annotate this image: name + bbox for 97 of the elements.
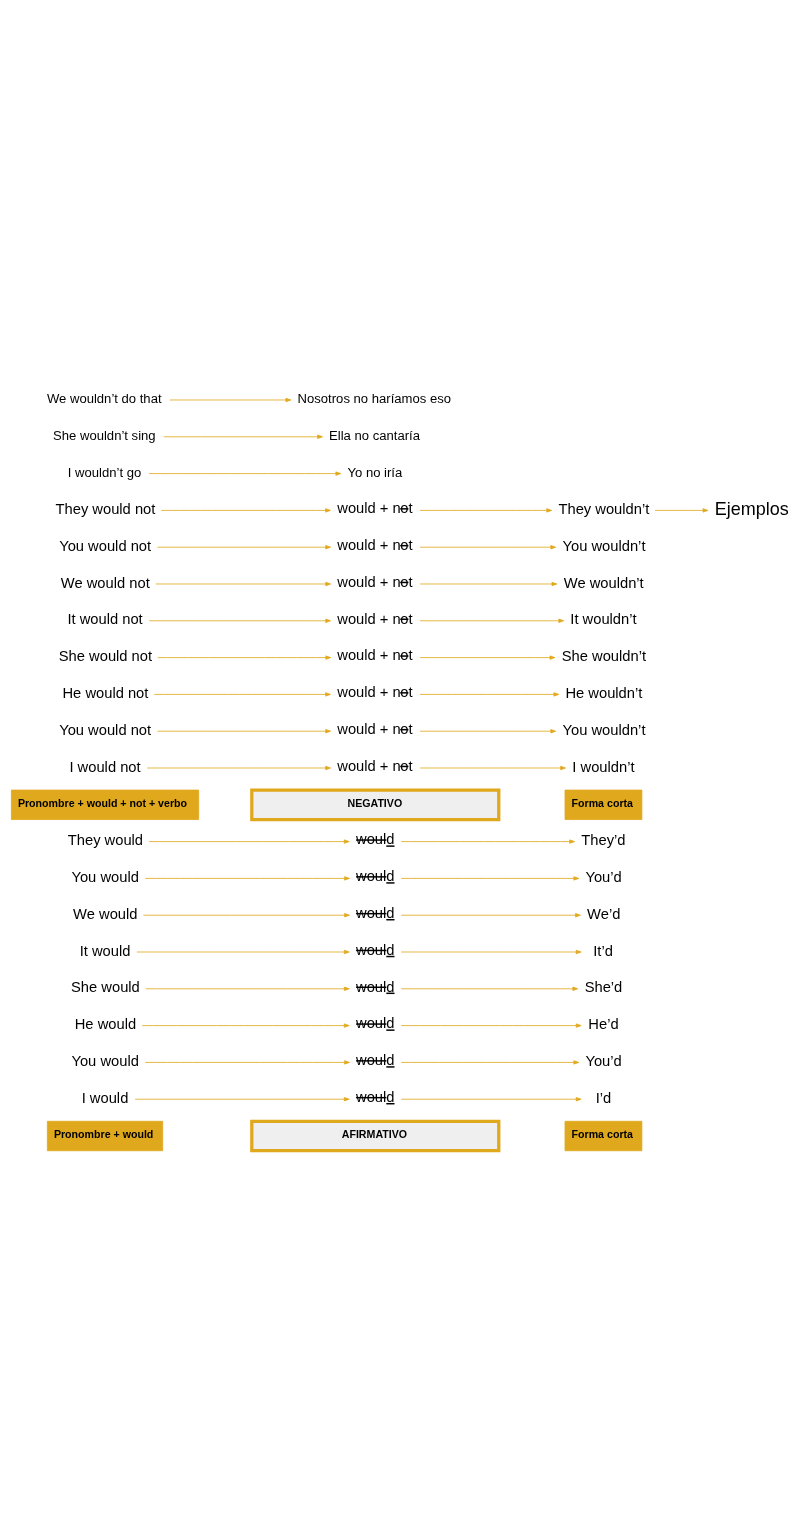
node-text: It would not	[67, 611, 143, 628]
node-text: would	[356, 941, 395, 958]
node-text: would + not	[337, 536, 413, 553]
node-text: Ella no cantaría	[329, 427, 420, 443]
node-text: would	[356, 904, 395, 921]
node-text: would + not	[337, 573, 413, 590]
node-text: She wouldn’t	[561, 648, 647, 665]
arrow	[141, 1023, 350, 1028]
node-text: I’d	[595, 1089, 612, 1106]
node-text: They wouldn’t	[558, 500, 650, 517]
node-box: Pronombre + would	[46, 1120, 164, 1152]
arrow	[419, 581, 558, 587]
node-text: She would not	[58, 648, 153, 665]
node-text: Ejemplos	[714, 498, 789, 519]
node-text: would	[356, 831, 395, 848]
arrow	[419, 508, 553, 513]
arrow	[419, 765, 566, 771]
arrow	[148, 839, 350, 844]
arrow	[143, 913, 350, 918]
node-text: I wouldn’t	[572, 758, 635, 775]
node-text: We wouldn’t do that	[46, 391, 162, 407]
arrow	[163, 434, 323, 439]
node-box: Forma corta	[564, 1120, 643, 1152]
node-text: You would	[71, 869, 139, 885]
node-text: Nosotros no haríamos eso	[297, 391, 451, 407]
node-text: They’d	[581, 832, 626, 849]
node-text: They would not	[55, 500, 156, 517]
node-text: He would	[74, 1016, 137, 1033]
arrow	[400, 876, 580, 881]
node-text: would	[356, 1015, 395, 1032]
arrow	[400, 839, 575, 844]
node-text: would	[356, 978, 395, 995]
node-text: She’d	[584, 979, 623, 996]
arrow	[654, 508, 709, 513]
node-text: I would	[81, 1089, 129, 1106]
arrow	[136, 949, 350, 955]
arrow	[157, 729, 331, 734]
arrow	[155, 581, 332, 587]
arrow	[400, 1023, 582, 1028]
node-text: We would not	[60, 574, 150, 591]
node-text: You’d	[585, 1053, 622, 1070]
node-text: Yo no iría	[347, 464, 403, 480]
arrow	[145, 986, 350, 991]
node-text: would + not	[337, 500, 413, 517]
arrow	[157, 655, 332, 660]
node-text: would + not	[337, 610, 413, 627]
arrow	[153, 692, 331, 697]
node-text: You would	[71, 1053, 139, 1070]
node-text: It’d	[593, 942, 613, 959]
arrow	[419, 655, 556, 660]
node-text: I would not	[69, 758, 141, 775]
node-text: It wouldn’t	[570, 611, 637, 628]
node-text: would	[356, 1088, 395, 1105]
arrow	[400, 1097, 582, 1102]
node-text: would + not	[337, 720, 413, 737]
arrow	[419, 545, 557, 550]
node-text: She would	[71, 979, 140, 996]
node-text: I wouldn’t go	[67, 464, 142, 480]
node-text: You wouldn’t	[562, 721, 646, 738]
node-box: NEGATIVO	[250, 788, 501, 822]
node-text: He’d	[588, 1016, 619, 1033]
arrow	[148, 471, 342, 476]
node-text: would + not	[337, 684, 413, 701]
arrow	[169, 397, 292, 403]
node-text: We wouldn’t	[563, 574, 644, 591]
node-text: We would	[73, 905, 138, 922]
node-text: You would not	[59, 537, 152, 554]
node-text: She wouldn’t sing	[53, 427, 156, 443]
arrow	[400, 986, 579, 991]
arrow	[400, 913, 581, 918]
node-text: would	[356, 1052, 395, 1069]
node-text: He would not	[62, 685, 149, 701]
node-text: He wouldn’t	[565, 685, 643, 701]
node-text: would + not	[337, 647, 413, 664]
arrow	[146, 765, 331, 771]
node-text: They would	[67, 832, 144, 849]
arrow	[160, 508, 331, 513]
arrow	[134, 1097, 350, 1102]
arrow	[148, 618, 332, 623]
arrow	[400, 1060, 580, 1065]
node-text: You’d	[585, 869, 622, 885]
node-text: would + not	[337, 757, 413, 774]
node-text: You would not	[59, 721, 152, 738]
node-text: You wouldn’t	[562, 537, 646, 554]
arrow	[419, 692, 560, 697]
node-text: We’d	[587, 905, 621, 922]
arrow	[419, 729, 557, 734]
node-box: AFIRMATIVO	[250, 1119, 501, 1153]
arrow	[157, 545, 331, 550]
arrow	[144, 1060, 350, 1065]
arrow	[400, 949, 582, 955]
arrow	[144, 876, 350, 881]
arrow	[419, 618, 565, 623]
node-text: would	[356, 868, 395, 885]
node-box: Forma corta	[564, 789, 643, 820]
node-text: It would	[79, 942, 131, 959]
node-box: Pronombre + would + not + verbo	[10, 789, 200, 820]
